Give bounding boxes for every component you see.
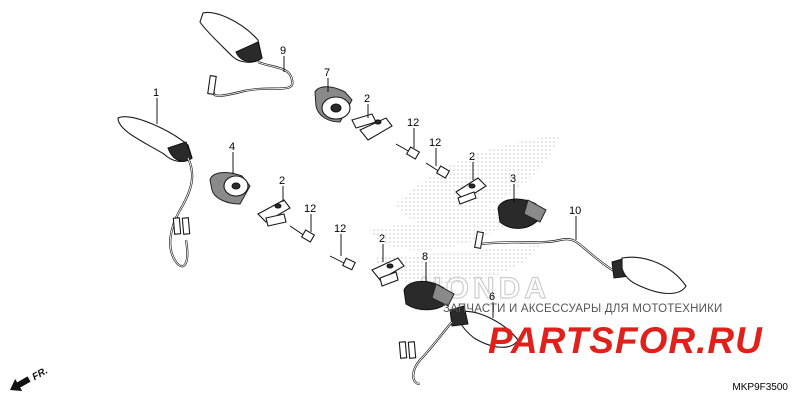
callout-10: 10 — [569, 205, 581, 217]
socket-8 — [403, 281, 455, 311]
bolt-12-lower-center — [329, 255, 356, 271]
callout-12-lower-center: 12 — [334, 223, 346, 235]
callout-12-mid: 12 — [429, 137, 441, 149]
diagram-code: MKP9F3500 — [732, 382, 788, 393]
bracket-2-left — [257, 199, 291, 227]
watermark-caption: ЗАПЧАСТИ И АКСЕССУАРЫ ДЛЯ МОТОТЕХНИКИ — [443, 303, 723, 315]
callout-4: 4 — [229, 141, 235, 153]
bracket-2-lower — [371, 257, 405, 287]
front-direction-arrow: FR. — [10, 365, 50, 392]
callout-leaders — [156, 56, 577, 318]
partsfor-logo: PARTSFOR.RU — [488, 320, 763, 361]
callout-12-upper: 12 — [407, 117, 419, 129]
winker-assembly-lower — [398, 305, 519, 386]
rubber-mount-7 — [314, 86, 353, 123]
bolt-12-upper — [395, 143, 421, 160]
bolt-12-lower-left — [289, 225, 316, 243]
callout-2-upper: 2 — [364, 93, 370, 105]
callout-9: 9 — [280, 45, 286, 57]
callout-labels: 1 9 7 2 12 12 2 3 10 4 2 12 12 2 8 6 — [153, 45, 581, 303]
rubber-mount-4 — [209, 172, 251, 205]
callout-7: 7 — [324, 67, 330, 79]
bolt-12-mid — [425, 162, 451, 179]
callout-2-left: 2 — [279, 175, 285, 187]
callout-3: 3 — [510, 173, 516, 185]
callout-6: 6 — [489, 291, 495, 303]
callout-2-right: 2 — [469, 151, 475, 163]
winker-assembly-upper-left — [199, 11, 294, 97]
callout-1: 1 — [153, 87, 159, 99]
bracket-2-right — [455, 177, 487, 205]
socket-3 — [497, 198, 547, 229]
bracket-2-upper — [351, 113, 393, 141]
winker-assembly-left — [117, 116, 194, 268]
callout-2-lower: 2 — [379, 233, 385, 245]
winker-assembly-right — [474, 230, 687, 295]
partsfor-logo-text: PARTSFOR.RU — [488, 320, 763, 361]
front-direction-label: FR. — [31, 365, 50, 383]
callout-8: 8 — [422, 251, 428, 263]
callout-12-lower-left: 12 — [304, 203, 316, 215]
